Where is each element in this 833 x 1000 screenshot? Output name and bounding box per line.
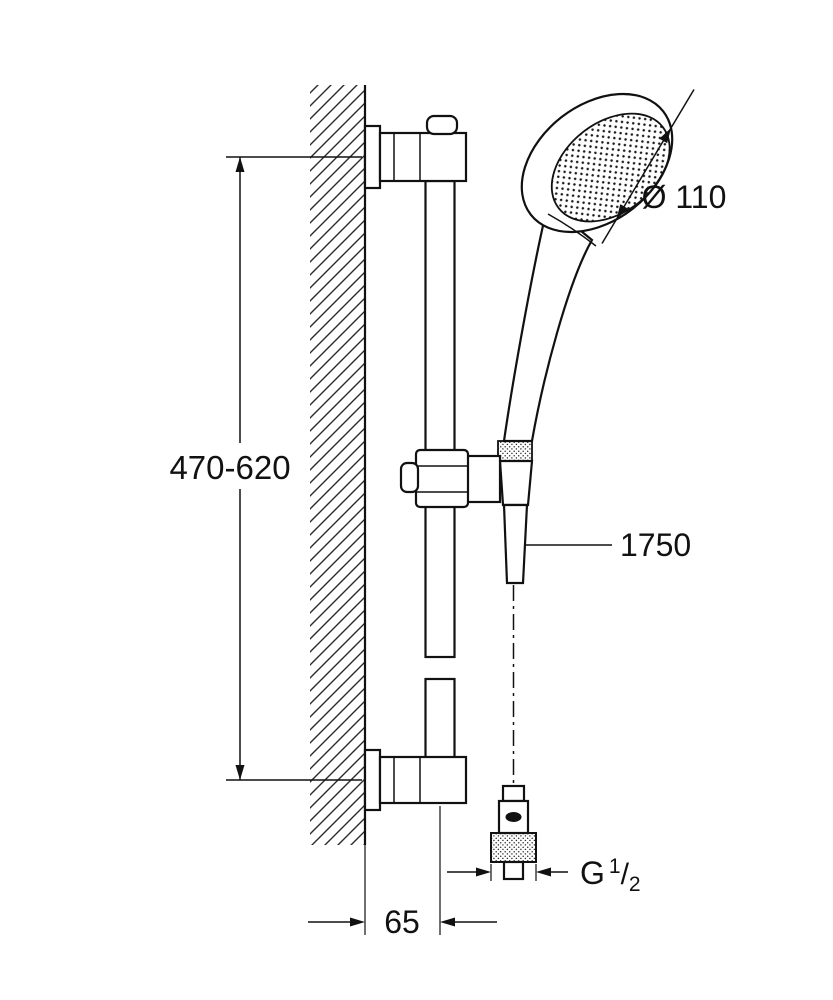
glide-holder (399, 448, 534, 509)
handle-cone-end (498, 459, 534, 507)
top-bracket-wall-plate (363, 124, 382, 190)
holder-clamp-knob (399, 461, 420, 494)
thread-numerator: 1 (609, 855, 621, 878)
spray-face (550, 112, 671, 223)
hose-length-label: 1750 (620, 527, 691, 563)
dimension-wall-offset: 65 (308, 806, 497, 940)
hose-knurled-nut (490, 832, 537, 863)
arrow-left-icon (440, 917, 455, 927)
dimension-height-range: 470-620 (169, 156, 362, 781)
wall-hatch (310, 85, 365, 845)
hand-shower-handle (502, 202, 594, 443)
arrow-upper-right-icon (659, 128, 671, 144)
rail-tube-upper (424, 179, 456, 454)
handle-neck-joint-line (547, 213, 597, 247)
arrow-right-icon (350, 917, 365, 927)
thread-prefix: G (580, 855, 605, 891)
arrow-lower-left-icon (616, 204, 629, 220)
top-wall-bracket (363, 114, 468, 190)
top-bracket-body (378, 131, 468, 183)
dimension-head-diameter: Ø 110 (601, 89, 727, 244)
shower-hose (490, 503, 537, 881)
shower-rail (363, 114, 468, 812)
thread-denominator: 2 (629, 873, 641, 896)
arrow-down-icon (235, 765, 245, 780)
hose-end-tube (501, 784, 526, 803)
arrow-up-icon (235, 157, 245, 172)
holder-body (414, 448, 470, 509)
bottom-bracket-wall-plate (363, 748, 382, 812)
arrow-left-icon (536, 867, 551, 877)
handle-grip-knurl (497, 440, 533, 462)
rail-top-cap (425, 114, 459, 136)
thread-nipple (502, 860, 525, 881)
diameter-label: Ø 110 (642, 179, 727, 215)
rail-tube-middle (424, 504, 456, 659)
fitting-slot (505, 812, 522, 822)
hand-shower (497, 92, 674, 462)
shower-head (520, 92, 674, 234)
hose-outlet-cone (502, 503, 529, 585)
bottom-wall-bracket (363, 748, 468, 812)
arrow-right-icon (476, 867, 491, 877)
offset-label: 65 (384, 904, 420, 940)
bottom-bracket-body (378, 755, 468, 805)
leader-hose-length: 1750 (526, 527, 691, 563)
holder-arm (464, 454, 502, 504)
rail-tube-lower (424, 677, 456, 761)
wall (310, 85, 367, 935)
thread-slash: / (621, 858, 630, 891)
height-range-label: 470-620 (169, 449, 290, 486)
